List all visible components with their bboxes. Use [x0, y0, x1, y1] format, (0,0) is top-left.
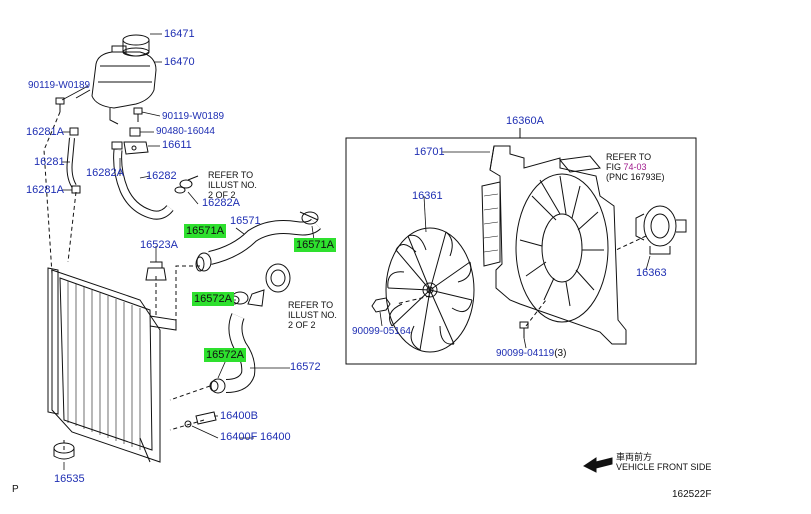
- label-90480-16044[interactable]: 90480-16044: [156, 126, 215, 137]
- hose-16282: [111, 141, 174, 220]
- label-16572A-top[interactable]: 16572A: [192, 292, 234, 306]
- bolt-90099-04119: [519, 321, 529, 338]
- label-16470[interactable]: 16470: [164, 56, 195, 68]
- nut-90480: [129, 127, 141, 137]
- label-16572[interactable]: 16572: [290, 361, 321, 373]
- clamp-16572A-bottom: [209, 378, 226, 394]
- label-16281A-bottom[interactable]: 16281A: [26, 184, 64, 196]
- note-refer-fig-l1: REFER TO: [606, 152, 652, 162]
- fan-assembly-frame: [345, 137, 697, 365]
- note-refer-illust-mid-l3: 2 OF 2: [288, 320, 316, 330]
- label-16282A-left[interactable]: 16282A: [86, 167, 124, 179]
- reservoir-cap: [122, 34, 150, 57]
- front-arrow: [583, 457, 613, 473]
- hose-16571: [208, 218, 321, 265]
- label-16571A-right-text: 16571A: [294, 238, 336, 252]
- fan-shroud: [481, 145, 627, 345]
- label-16611[interactable]: 16611: [162, 139, 192, 151]
- label-16571A-right[interactable]: 16571A: [294, 238, 336, 252]
- label-90099-04119[interactable]: 90099-04119(3): [496, 348, 566, 359]
- label-16400[interactable]: 16400: [260, 431, 291, 443]
- cock-16400: [184, 411, 217, 428]
- label-90099-04119-code: 90099-04119: [496, 348, 555, 359]
- label-90119-w0189-left[interactable]: 90119-W0189: [28, 80, 91, 91]
- label-16535[interactable]: 16535: [54, 473, 85, 485]
- label-16282[interactable]: 16282: [146, 170, 177, 182]
- label-16571A-left[interactable]: 16571A: [184, 224, 226, 238]
- label-16400F[interactable]: 16400F: [220, 431, 258, 443]
- note-refer-fig-link[interactable]: 74-03: [623, 162, 647, 172]
- label-16571[interactable]: 16571: [230, 215, 261, 227]
- clamp-16282A-right: [174, 175, 199, 194]
- note-refer-fig-l2: FIG 74-03: [606, 162, 665, 172]
- drain-plug-16523A: [145, 261, 167, 281]
- corner-marker: P: [12, 484, 19, 495]
- bolt-90119-right: [133, 107, 143, 122]
- label-16572A-top-text: 16572A: [192, 292, 234, 306]
- note-refer-illust-top: REFER TO ILLUST NO. 2 OF 2: [208, 170, 257, 200]
- vehicle-front-en: VEHICLE FRONT SIDE: [616, 462, 712, 472]
- label-16282A-right[interactable]: 16282A: [202, 197, 240, 209]
- vehicle-front-jp: 車両前方: [616, 452, 653, 462]
- radiator: [47, 267, 177, 463]
- cap-16535: [53, 442, 75, 460]
- clamp-16571A-right: [299, 211, 319, 225]
- label-leaders: [61, 33, 651, 470]
- clamp-16571A-left: [195, 252, 212, 272]
- hose-16572: [225, 313, 256, 393]
- vehicle-front-label: 車両前方 VEHICLE FRONT SIDE: [616, 452, 711, 472]
- note-refer-fig: REFER TO FIG 74-03 (PNC 16793E): [606, 152, 665, 182]
- note-refer-fig-l2-prefix: FIG: [606, 162, 624, 172]
- fan-motor-16363: [635, 205, 687, 255]
- note-refer-illust-mid-l2: ILLUST NO.: [288, 310, 337, 320]
- label-16471[interactable]: 16471: [164, 28, 195, 40]
- illustration-id: 162522F: [672, 489, 712, 500]
- overflow-hose-16281: [66, 127, 81, 194]
- label-16400B[interactable]: 16400B: [220, 410, 258, 422]
- label-90099-04119-qty: (3): [554, 348, 567, 359]
- label-16572A-bottom-text: 16572A: [204, 348, 246, 362]
- label-16360A[interactable]: 16360A: [506, 115, 544, 127]
- note-refer-illust-mid-l1: REFER TO: [288, 300, 334, 310]
- label-16281A-top[interactable]: 16281A: [26, 126, 64, 138]
- fan-16361: [385, 227, 475, 353]
- bolt-90119-left: [55, 97, 65, 112]
- note-refer-fig-l3: (PNC 16793E): [606, 172, 665, 182]
- note-refer-illust-top-l1: REFER TO: [208, 170, 254, 180]
- note-refer-illust-top-l3: 2 OF 2: [208, 190, 236, 200]
- bracket-16611: [123, 141, 149, 155]
- label-16363[interactable]: 16363: [636, 267, 667, 279]
- note-refer-illust-top-l2: ILLUST NO.: [208, 180, 257, 190]
- label-16701[interactable]: 16701: [414, 146, 445, 158]
- nut-90099-05164: [371, 297, 391, 313]
- note-refer-illust-mid: REFER TO ILLUST NO. 2 OF 2: [288, 300, 337, 330]
- label-16281[interactable]: 16281: [34, 156, 65, 168]
- label-16572A-bottom[interactable]: 16572A: [204, 348, 246, 362]
- label-90099-05164[interactable]: 90099-05164: [352, 326, 411, 337]
- label-16523A[interactable]: 16523A: [140, 239, 178, 251]
- leader-lines: [43, 111, 647, 450]
- label-16571A-left-text: 16571A: [184, 224, 226, 238]
- thermostat-housing: [247, 263, 291, 307]
- label-90119-w0189-right[interactable]: 90119-W0189: [162, 111, 225, 122]
- reservoir-tank: [75, 45, 157, 125]
- label-16361[interactable]: 16361: [412, 190, 443, 202]
